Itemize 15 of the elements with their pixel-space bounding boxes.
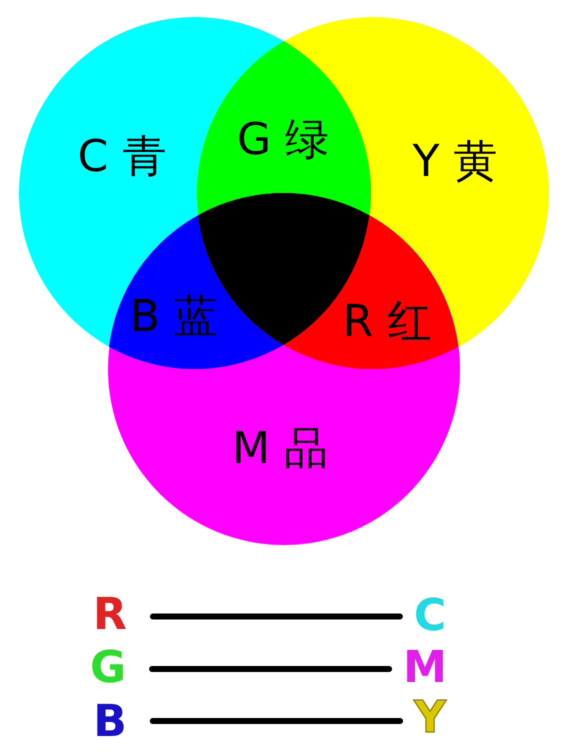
color-letter: G bbox=[90, 646, 126, 690]
overlap-label: R 红 bbox=[342, 300, 432, 344]
color-letter: Y bbox=[414, 696, 446, 740]
connector-line bbox=[150, 614, 403, 620]
connector-line bbox=[149, 666, 392, 672]
color-letter: C bbox=[414, 594, 446, 638]
circle-label: Y 黄 bbox=[412, 140, 498, 184]
circle-label: M 品 bbox=[232, 427, 328, 471]
overlap-label: G 绿 bbox=[236, 118, 330, 162]
circle-label: C 青 bbox=[78, 135, 166, 179]
overlap-label: B 蓝 bbox=[130, 294, 218, 339]
color-letter: M bbox=[403, 646, 447, 690]
connector-line bbox=[150, 718, 404, 724]
color-letter: B bbox=[93, 700, 127, 744]
color-letter: R bbox=[93, 593, 127, 637]
